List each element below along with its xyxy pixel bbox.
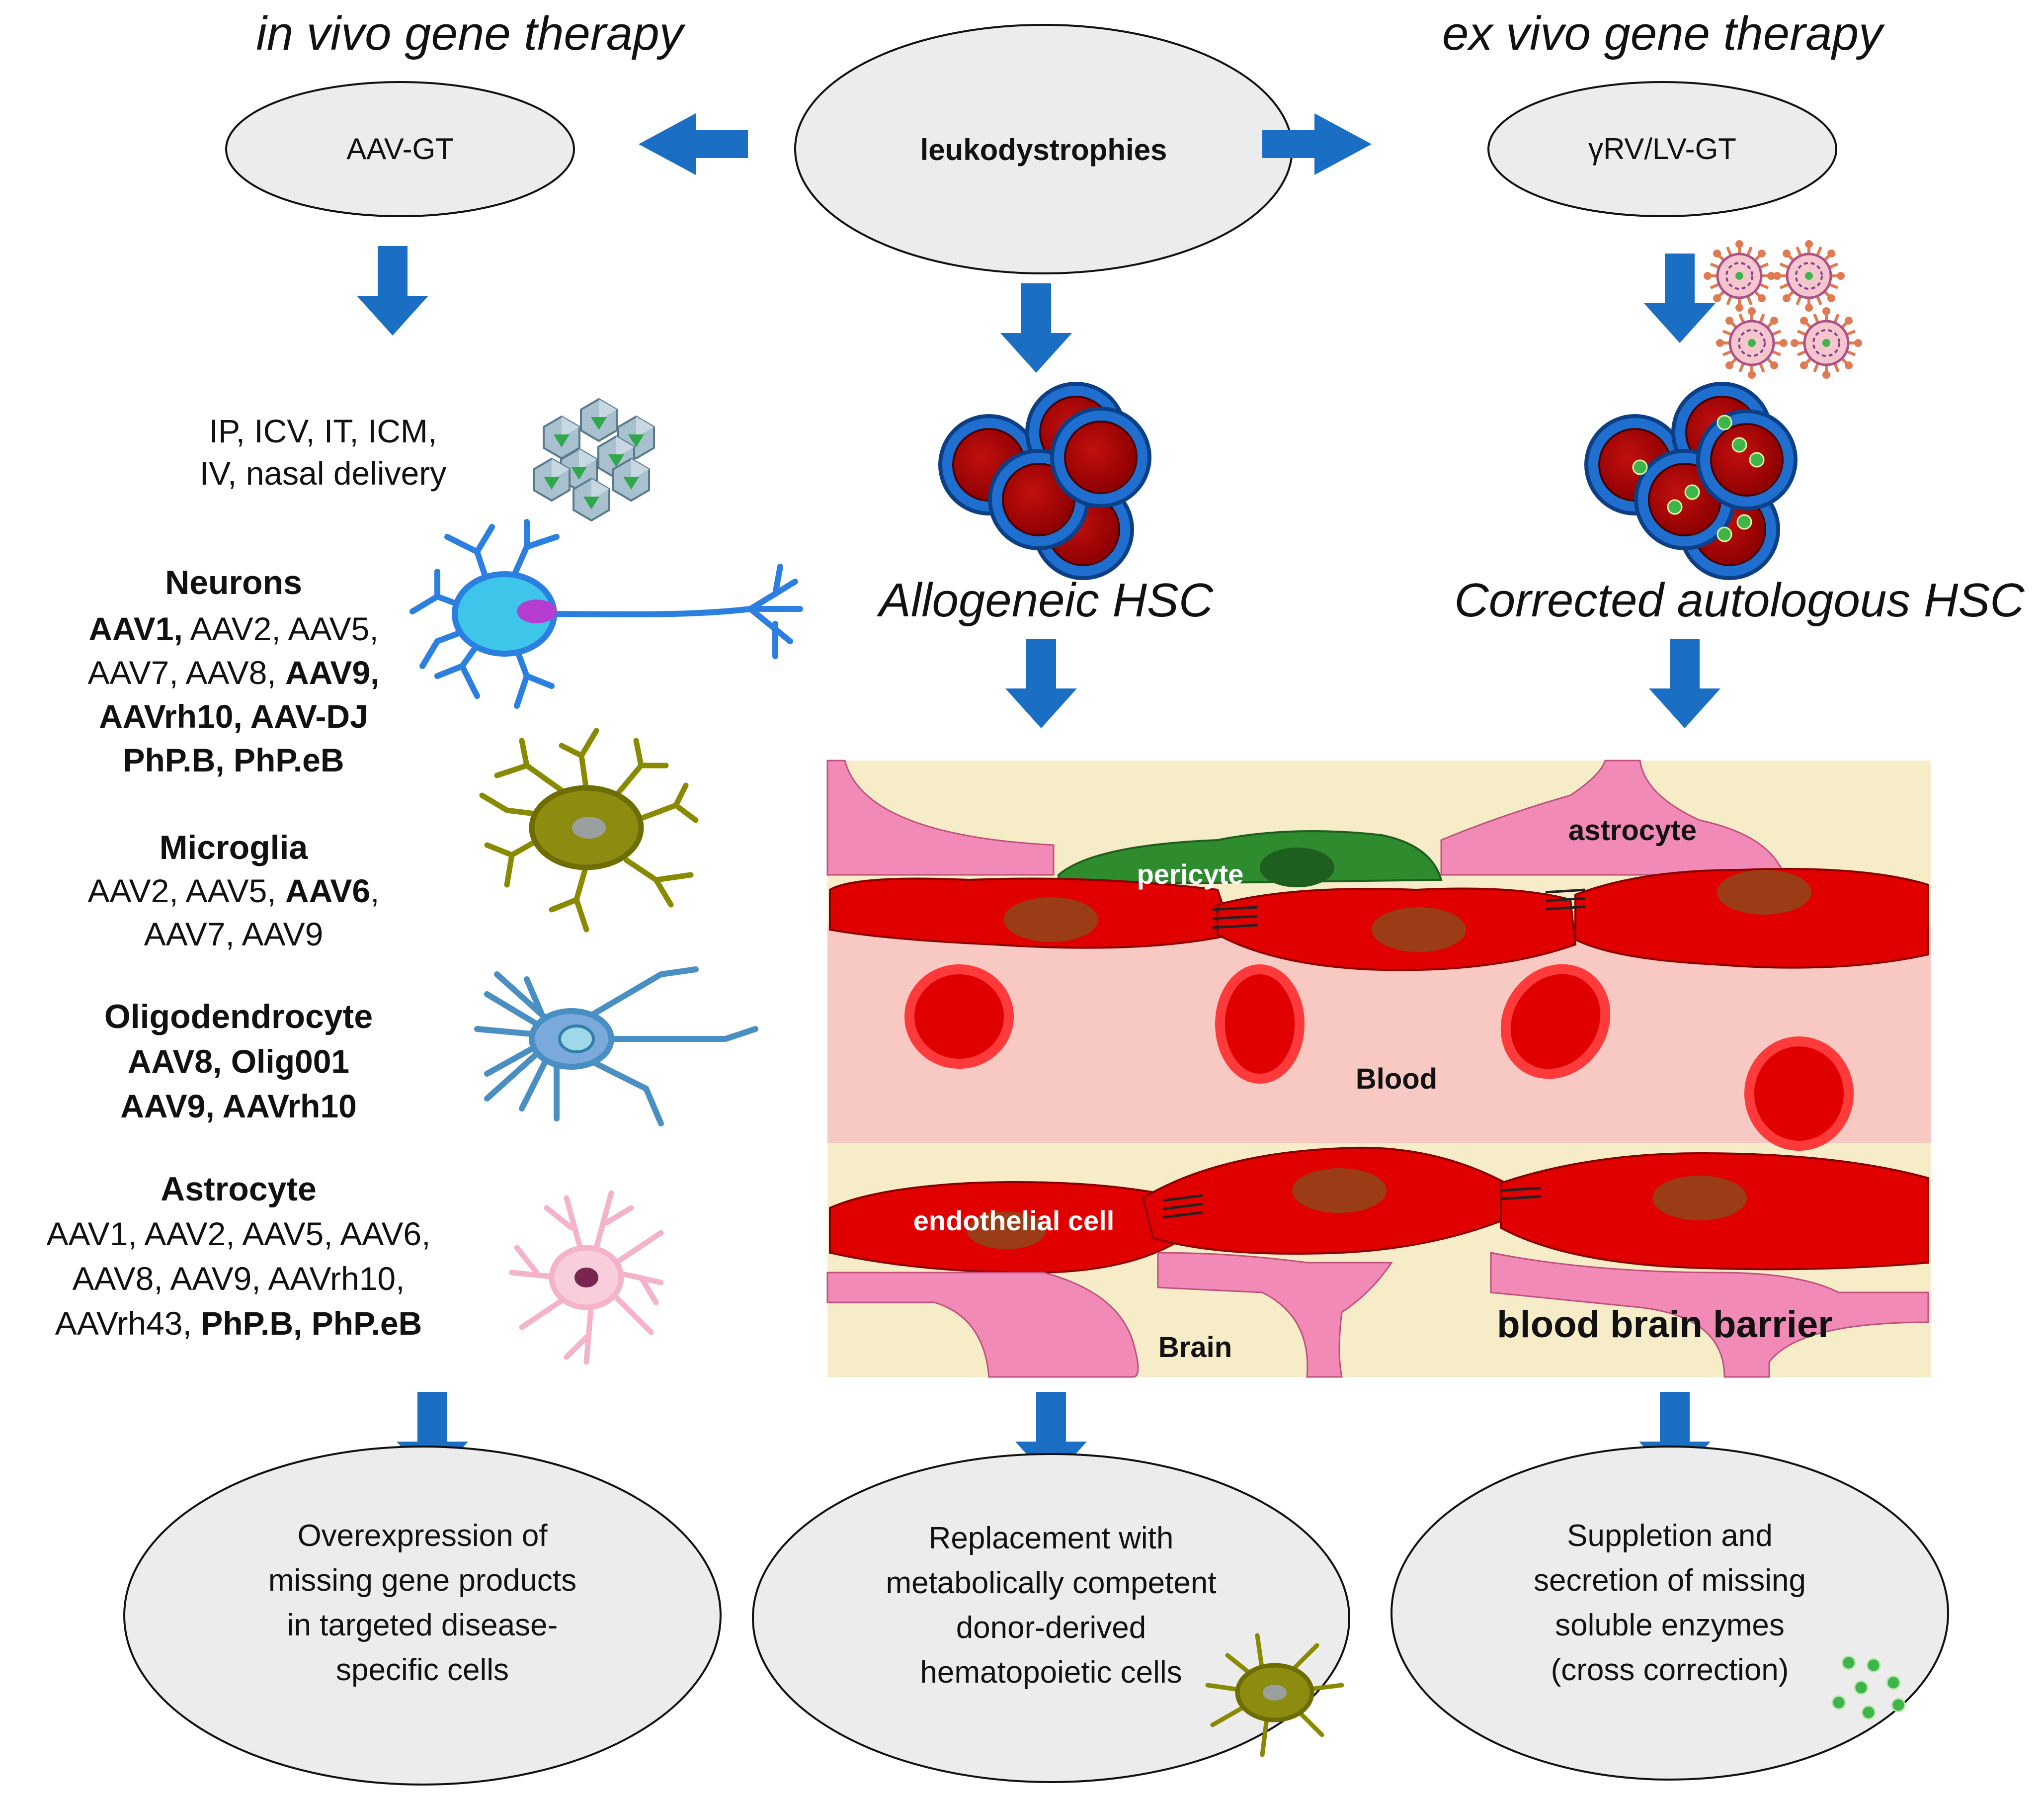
microglia-line-1: AAV2, AAV5, AAV6,	[88, 872, 380, 909]
ex-vivo-title: ex vivo gene therapy	[1442, 7, 1885, 60]
bbb-label: blood brain barrier	[1497, 1303, 1833, 1346]
astrocyte-heading: Astrocyte	[161, 1170, 317, 1208]
outcome-left-line-4: specific cells	[336, 1653, 509, 1687]
retrovirus-particle-icon	[1704, 240, 1862, 379]
neurons-line-1: AAV1, AAV2, AAV5,	[88, 610, 378, 647]
delivery-line-1: IP, ICV, IT, ICM,	[209, 413, 437, 449]
outcome-center-line-1: Replacement with	[929, 1521, 1174, 1555]
brain-label: Brain	[1158, 1331, 1232, 1364]
aav-capsid-cluster-icon	[533, 398, 655, 521]
oligodendrocyte-icon	[474, 966, 758, 1126]
leukodystrophies-node: leukodystrophies	[794, 24, 1293, 274]
enzyme-dots-icon	[1831, 1655, 1906, 1720]
corrected-hsc-label: Corrected autologous HSC	[1454, 574, 2025, 627]
neurons-line-2: AAV7, AAV8, AAV9,	[88, 654, 380, 691]
microglia-icon-small	[1205, 1633, 1344, 1757]
microglia-icon	[479, 728, 699, 933]
arrow-down-allogeneic-bbb	[1005, 639, 1077, 728]
aav-gt-node: AAV-GT	[225, 81, 575, 217]
oligodendrocyte-heading: Oligodendrocyte	[104, 998, 373, 1035]
outcome-right-line-1: Suppletion and	[1567, 1519, 1773, 1553]
delivery-line-2: IV, nasal delivery	[200, 455, 447, 492]
outcome-right-line-3: soluble enzymes	[1555, 1608, 1785, 1642]
astrocyte-icon	[509, 1190, 664, 1365]
oligodendrocyte-line-2: AAV9, AAVrh10	[120, 1088, 357, 1124]
arrow-left	[639, 113, 748, 175]
neuron-icon	[409, 519, 803, 709]
microglia-line-2: AAV7, AAV9	[144, 916, 324, 952]
outcome-right: Suppletion and secretion of missing solu…	[1390, 1446, 1949, 1781]
bbb-panel: pericyte astrocyte Blood endothelial cel…	[826, 760, 1931, 1378]
astrocyte-line-2: AAV8, AAV9, AAVrh10,	[73, 1260, 405, 1297]
outcome-center: Replacement with metabolically competent…	[752, 1453, 1350, 1783]
blood-label: Blood	[1356, 1063, 1437, 1095]
microglia-heading: Microglia	[160, 829, 309, 866]
outcome-center-line-4: hematopoietic cells	[920, 1655, 1182, 1690]
outcome-right-line-4: (cross correction)	[1551, 1653, 1789, 1687]
outcome-left-line-2: missing gene products	[268, 1563, 576, 1598]
neurons-line-4: PhP.B, PhP.eB	[123, 742, 344, 778]
arrow-right	[1262, 113, 1372, 175]
hsc-cluster-icon	[940, 384, 1149, 578]
in-vivo-title: in vivo gene therapy	[256, 7, 685, 60]
astrocyte-line-1: AAV1, AAV2, AAV5, AAV6,	[47, 1215, 431, 1252]
outcome-left: Overexpression of missing gene products …	[123, 1446, 722, 1786]
rv-lv-gt-node: γRV/LV-GT	[1487, 81, 1837, 217]
outcome-center-line-2: metabolically competent	[886, 1566, 1216, 1600]
aav-gt-label: AAV-GT	[346, 132, 454, 166]
corrected-hsc-cluster-icon	[1586, 384, 1796, 578]
outcome-left-line-3: in targeted disease-	[287, 1608, 558, 1642]
leukodystrophies-label: leukodystrophies	[920, 133, 1167, 167]
allogeneic-hsc-label: Allogeneic HSC	[877, 574, 1214, 627]
arrow-down-rvlv	[1644, 254, 1716, 343]
pericyte-label: pericyte	[1137, 858, 1244, 890]
neurons-heading: Neurons	[165, 564, 302, 601]
astrocyte-line-3: AAVrh43, PhP.B, PhP.eB	[55, 1305, 422, 1342]
astrocyte-bbb-label: astrocyte	[1568, 814, 1697, 847]
arrow-down-aav	[357, 246, 428, 336]
outcome-center-line-3: donor-derived	[956, 1611, 1146, 1645]
outcome-right-line-2: secretion of missing	[1534, 1563, 1806, 1598]
neurons-line-3: AAVrh10, AAV-DJ	[99, 698, 368, 735]
rv-lv-gt-label: γRV/LV-GT	[1588, 132, 1736, 166]
arrow-down-corrected-bbb	[1649, 639, 1720, 728]
red-blood-cells	[904, 964, 1854, 1151]
endothelial-cell-label: endothelial cell	[913, 1205, 1115, 1236]
oligodendrocyte-line-1: AAV8, Olig001	[128, 1043, 349, 1080]
arrow-down-allogeneic	[1000, 283, 1072, 373]
outcome-left-line-1: Overexpression of	[297, 1519, 548, 1553]
